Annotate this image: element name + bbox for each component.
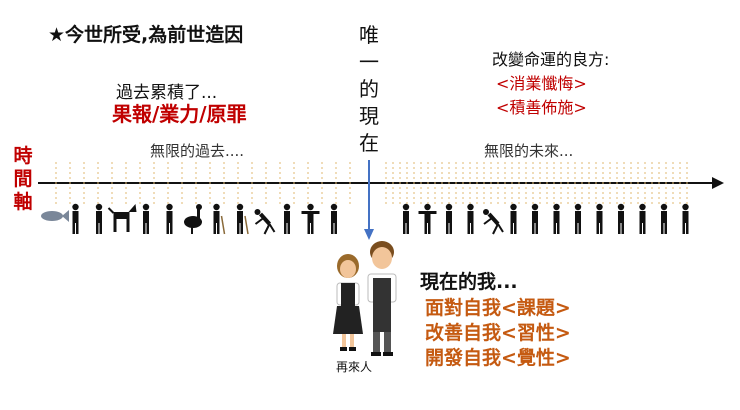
cross-person-icon: [418, 203, 437, 234]
person-icon: [72, 203, 79, 234]
now-arrow-head: [364, 229, 374, 240]
dog-icon: [107, 204, 137, 232]
person-icon: [660, 203, 668, 234]
fallen-person-icon: [483, 209, 504, 235]
present-self-heading: 現在的我...: [420, 271, 518, 293]
person-icon: [402, 203, 410, 234]
timeline-char: 軸: [13, 191, 33, 213]
elder-icon: [213, 203, 226, 235]
person-icon: [467, 203, 474, 234]
person-icon: [142, 203, 150, 234]
person-icon: [95, 203, 103, 234]
now-char: 現: [359, 104, 379, 128]
now-char: 唯: [359, 23, 379, 47]
person-icon: [682, 203, 689, 234]
person-icon: [553, 203, 560, 234]
woman-figure: [333, 254, 363, 351]
person-icon: [283, 203, 291, 234]
person-icon: [166, 203, 173, 234]
past-heading: 過去累積了...: [116, 83, 218, 103]
future-ticks: [385, 162, 688, 205]
rebirth-people-icon: [333, 241, 397, 356]
now-char: 在: [359, 131, 379, 155]
cross-person-icon: [301, 203, 320, 234]
person-icon: [330, 203, 338, 234]
timeline-label: 時 間 軸: [12, 145, 34, 214]
present-self-item: 開發自我<覺性>: [425, 347, 571, 369]
past-karma-items: 果報/業力/原罪: [112, 102, 247, 126]
only-present-label: 唯 一 的 現 在: [356, 22, 382, 157]
person-icon: [617, 203, 625, 234]
future-figures: [402, 203, 689, 235]
infinite-past-label: 無限的過去....: [150, 142, 245, 160]
remedy-heading: 改變命運的良方:: [492, 50, 610, 69]
timeline-char: 時: [13, 145, 33, 167]
fallen-person-icon: [254, 209, 276, 235]
timeline-char: 間: [13, 168, 33, 190]
elder-icon: [236, 203, 249, 235]
man-figure: [367, 241, 397, 356]
past-ticks: [55, 162, 351, 205]
infinite-future-label: 無限的未來...: [484, 142, 574, 160]
fish-icon: [41, 210, 69, 222]
timeline-arrowhead: [712, 177, 724, 189]
present-self-item: 面對自我<課題>: [425, 297, 571, 319]
now-char: 的: [359, 77, 379, 101]
page-title: ★今世所受,為前世造因: [48, 24, 244, 46]
past-figures: [41, 203, 338, 235]
present-self-item: 改善自我<習性>: [425, 322, 571, 344]
remedy-item: <消業懺悔>: [496, 74, 587, 93]
person-icon: [596, 203, 603, 234]
goose-icon: [184, 204, 202, 234]
person-icon: [531, 203, 539, 234]
person-icon: [510, 203, 517, 234]
person-icon: [639, 203, 646, 234]
remedy-item: <積善佈施>: [496, 98, 587, 117]
now-char: 一: [359, 50, 379, 74]
rebirth-caption: 再來人: [336, 360, 373, 374]
person-icon: [574, 203, 582, 234]
person-icon: [445, 203, 453, 234]
